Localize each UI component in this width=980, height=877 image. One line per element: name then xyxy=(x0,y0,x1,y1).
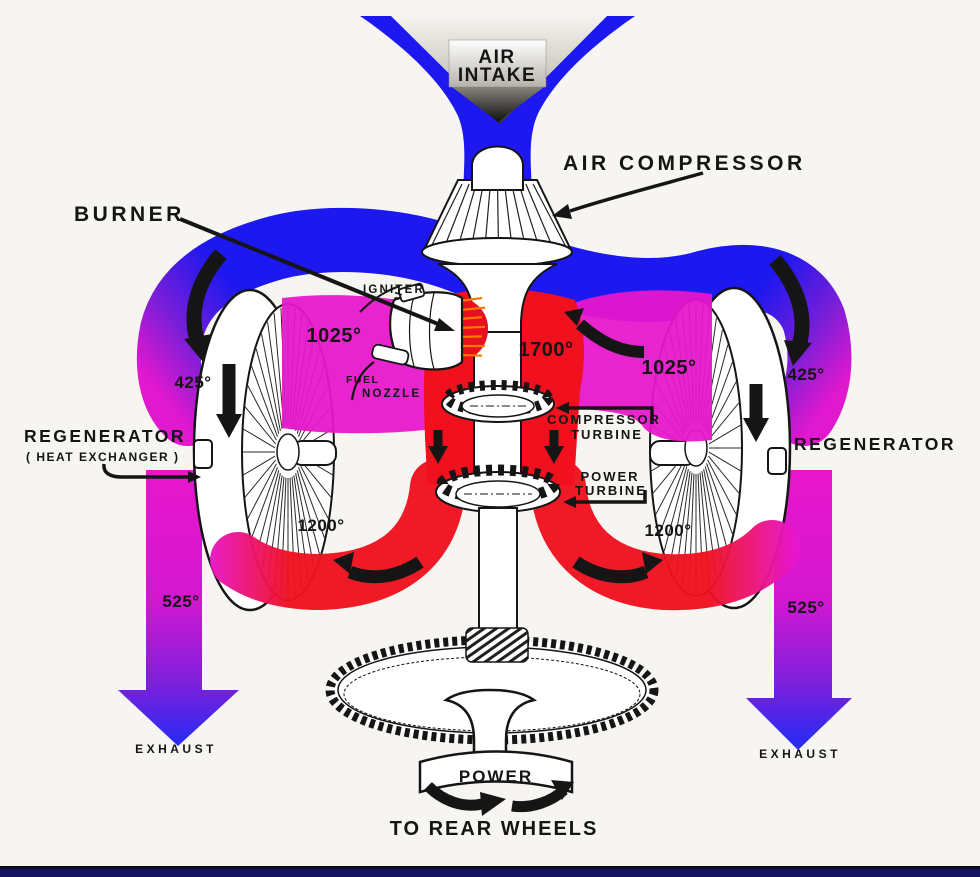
regenerator-left-leader xyxy=(102,463,189,479)
rotation-arrow-left xyxy=(424,781,484,811)
footer-strip xyxy=(0,868,980,877)
power-banner-ribbon xyxy=(418,750,574,794)
air-intake-label-line2: INTAKE xyxy=(458,65,536,86)
power-turbine-leader-head xyxy=(563,496,576,508)
regenerator-left-label: REGENERATOR xyxy=(24,426,186,446)
exhaust-duct-right xyxy=(746,470,852,750)
label-leaders xyxy=(102,171,704,508)
air-intake-label-line1: AIR xyxy=(478,47,515,68)
channel-arrowhead-left xyxy=(428,446,448,464)
compressor-vanes xyxy=(430,183,567,248)
power-turbine-leader xyxy=(575,490,647,504)
output-shaft xyxy=(478,507,518,639)
air-compressor-label: AIR COMPRESSOR xyxy=(563,152,806,175)
intake-flow-arrowhead-right xyxy=(784,340,812,366)
exhaust-left-label: EXHAUST xyxy=(135,742,217,756)
turbine-exit-arrow-right xyxy=(572,556,649,584)
compressed-air-duct-left xyxy=(136,207,500,446)
regen-rim-arrowhead-left xyxy=(216,414,242,438)
labels: AIR INTAKE AIR COMPRESSOR BURNER IGNITER… xyxy=(24,47,956,840)
flow-arrows xyxy=(184,249,812,816)
compressor-dome xyxy=(471,145,524,191)
igniter-label: IGNITER xyxy=(363,284,425,296)
intake-funnel xyxy=(360,16,635,252)
air-intake-arrow-icon xyxy=(452,87,544,122)
output-bell xyxy=(442,688,538,770)
channel-arrowhead-right xyxy=(544,446,564,464)
compressor-turbine-wheel xyxy=(441,380,555,423)
compressor-leader xyxy=(569,171,704,213)
compressor-turbine-leader-head xyxy=(556,402,569,414)
turbine-exit-arrowhead-right xyxy=(642,552,663,574)
fuel-line xyxy=(350,361,375,401)
temp-1700: 1700° xyxy=(519,339,574,361)
compressor-turbine-label-line2: TURBINE xyxy=(571,427,643,442)
turbine-exit-duct-right xyxy=(530,459,800,611)
exhaust-duct-left xyxy=(118,470,239,746)
temp-1025-left: 1025° xyxy=(307,325,362,347)
burner-leader xyxy=(179,217,444,328)
fuel-nozzle-body xyxy=(371,343,410,366)
compressor-pedestal xyxy=(437,263,558,333)
compressor-turbine-label-line1: COMPRESSOR xyxy=(547,412,661,427)
compressed-air-duct-right xyxy=(496,234,852,446)
regenerator-left-leader-head xyxy=(188,471,201,483)
temp-1200-right: 1200° xyxy=(644,521,691,540)
heat-exchanger-label: ( HEAT EXCHANGER ) xyxy=(26,450,179,464)
power-turbine-label-line2: TURBINE xyxy=(575,483,647,498)
pinion-gear xyxy=(465,627,529,663)
turbine-exit-duct-left xyxy=(210,459,466,611)
intake-flow-arrow-left xyxy=(186,249,227,343)
exhaust-right-label: EXHAUST xyxy=(759,747,841,761)
temp-425-right: 425° xyxy=(787,365,824,384)
intake-flow-arrowhead-left xyxy=(184,334,212,362)
compressor-leader-head xyxy=(552,204,572,219)
power-turbine-wheel xyxy=(435,464,561,513)
regenerated-air-arrow-right xyxy=(576,319,645,358)
to-rear-wheels-label: TO REAR WHEELS xyxy=(390,818,599,840)
air-intake-plaque xyxy=(448,39,547,88)
compressor-turbine-leader xyxy=(568,406,654,424)
rotation-arrowhead-right xyxy=(551,780,574,800)
regenerated-air-right xyxy=(556,290,712,442)
regen-rim-arrowhead-right xyxy=(743,418,769,442)
temp-1200-left: 1200° xyxy=(297,516,344,535)
turbine-exit-arrow-left xyxy=(347,556,424,584)
temp-525-right: 525° xyxy=(787,598,824,617)
fuel-label: FUEL xyxy=(346,374,379,386)
nozzle-label: NOZZLE xyxy=(362,388,421,400)
burner-label: BURNER xyxy=(74,203,185,226)
temp-425-left: 425° xyxy=(174,373,211,392)
footer-line xyxy=(0,866,980,869)
temp-525-left: 525° xyxy=(162,592,199,611)
power-banner-label: POWER xyxy=(459,767,533,786)
power-turbine-label-line1: POWER xyxy=(580,469,639,484)
regenerator-right-label: REGENERATOR xyxy=(794,434,956,454)
rotation-arrowhead-left xyxy=(480,792,506,816)
regenerated-air-arrowhead-right xyxy=(564,308,584,326)
burner-leader-head xyxy=(434,318,455,331)
igniter-plug xyxy=(394,282,426,303)
turbine-exit-arrowhead-left xyxy=(333,552,354,574)
temp-1025-right: 1025° xyxy=(642,357,697,379)
intake-flow-arrow-right xyxy=(769,255,810,349)
